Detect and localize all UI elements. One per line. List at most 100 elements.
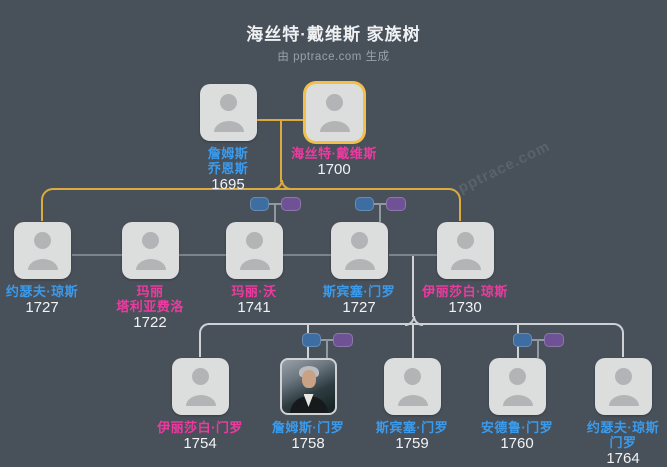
avatar	[171, 358, 229, 415]
birth-year: 1758	[291, 435, 325, 452]
marriage-stem-line	[326, 339, 328, 358]
avatar	[383, 358, 441, 415]
husband-icon	[513, 333, 532, 347]
avatar-head-icon	[325, 94, 343, 111]
person-card-spence-monroe[interactable]: 斯宾塞·门罗 1727	[299, 222, 419, 315]
spouse-line-joseph-mary-taliaferro	[72, 254, 122, 256]
parents-descent-line	[412, 256, 414, 317]
person-card-joseph-jones-monroe[interactable]: 约瑟夫·琼斯 门罗 1764	[563, 358, 667, 466]
person-card-joseph-jones[interactable]: 约瑟夫·琼斯 1727	[0, 222, 102, 315]
james-monroe-portrait	[279, 358, 337, 415]
marriage-connector-line	[374, 203, 386, 205]
person-label: 斯宾塞·门罗 1759	[376, 420, 448, 451]
spouse-line-mary-taliaferro-mary-wo	[179, 254, 226, 256]
person-label: 伊丽莎白·门罗 1754	[157, 420, 243, 451]
avatar	[199, 84, 257, 141]
watermark-text: pptrace.com	[455, 137, 553, 197]
avatar	[488, 358, 546, 415]
wife-icon	[544, 333, 564, 347]
person-card-elizabeth-jones[interactable]: 伊丽莎白·琼斯 1730	[405, 222, 525, 315]
person-card-james-monroe[interactable]: 詹姆斯·门罗 1758	[248, 358, 368, 451]
avatar-head-icon	[33, 232, 51, 249]
avatar-shoulders-icon	[27, 259, 58, 270]
person-name: 约瑟夫·琼斯	[5, 284, 79, 299]
avatar	[330, 222, 388, 279]
avatar-head-icon	[141, 232, 159, 249]
avatar	[305, 84, 363, 141]
portrait-collar	[303, 394, 314, 407]
person-label: 玛丽 塔利亚费洛 1722	[116, 284, 184, 330]
avatar-shoulders-icon	[397, 395, 428, 406]
person-label: 安德鲁·门罗 1760	[481, 420, 553, 451]
marriage-link-icon	[513, 333, 564, 358]
birth-year: 1730	[448, 299, 482, 316]
avatar-head-icon	[614, 368, 632, 385]
avatar	[436, 222, 494, 279]
wife-icon	[333, 333, 353, 347]
wife-icon	[386, 197, 406, 211]
birth-year: 1722	[133, 314, 167, 331]
person-name: 玛丽·沃	[231, 284, 277, 299]
birth-year: 1741	[237, 299, 271, 316]
marriage-stem-line	[379, 203, 381, 222]
marriage-connector-line	[269, 203, 281, 205]
person-card-elizabeth-monroe[interactable]: 伊丽莎白·门罗 1754	[140, 358, 260, 451]
avatar-shoulders-icon	[239, 259, 270, 270]
avatar-head-icon	[191, 368, 209, 385]
birth-year: 1700	[317, 161, 351, 178]
person-name: 约瑟夫·琼斯	[586, 420, 660, 435]
avatar-head-icon	[245, 232, 263, 249]
marriage-connector-line	[532, 339, 544, 341]
person-card-hester-davis[interactable]: 海丝特·戴维斯 1700	[274, 84, 394, 177]
person-name: 伊丽莎白·门罗	[157, 420, 243, 435]
avatar	[121, 222, 179, 279]
ancestor-descent-line	[280, 120, 282, 182]
marriage-link-icon	[355, 197, 406, 222]
person-name: 海丝特·戴维斯	[291, 146, 377, 161]
avatar-shoulders-icon	[502, 395, 533, 406]
person-name: 伊丽莎白·琼斯	[422, 284, 508, 299]
person-label: 伊丽莎白·琼斯 1730	[422, 284, 508, 315]
avatar-shoulders-icon	[185, 395, 216, 406]
ancestor-children-bus	[41, 188, 461, 221]
marriage-stem-line	[274, 203, 276, 222]
avatar-shoulders-icon	[135, 259, 166, 270]
birth-year: 1754	[183, 435, 217, 452]
person-card-mary-taliaferro[interactable]: 玛丽 塔利亚费洛 1722	[90, 222, 210, 330]
person-card-spence-monroe-jr[interactable]: 斯宾塞·门罗 1759	[352, 358, 472, 451]
children-bus	[199, 323, 624, 357]
person-label: 玛丽·沃 1741	[231, 284, 276, 315]
avatar-head-icon	[456, 232, 474, 249]
wife-icon	[281, 197, 301, 211]
birth-year: 1727	[342, 299, 376, 316]
birth-year: 1759	[395, 435, 429, 452]
person-label: 詹姆斯 乔恩斯 1695	[208, 146, 249, 192]
person-name-line2: 塔利亚费洛	[116, 299, 184, 314]
person-name: 斯宾塞·门罗	[322, 284, 396, 299]
person-name: 安德鲁·门罗	[480, 420, 554, 435]
avatar-shoulders-icon	[344, 259, 375, 270]
marriage-stem-line	[537, 339, 539, 358]
child-drop-line-spence-jr	[412, 325, 414, 358]
person-label: 斯宾塞·门罗 1727	[323, 284, 395, 315]
person-card-james-jones[interactable]: 詹姆斯 乔恩斯 1695	[168, 84, 288, 192]
avatar-shoulders-icon	[213, 121, 244, 132]
marriage-connector-line	[321, 339, 333, 341]
person-name-line2: 乔恩斯	[207, 161, 249, 176]
person-card-mary-wo[interactable]: 玛丽·沃 1741	[194, 222, 314, 315]
birth-year: 1760	[500, 435, 534, 452]
avatar-head-icon	[219, 94, 237, 111]
birth-year: 1695	[211, 176, 245, 193]
avatar-head-icon	[350, 232, 368, 249]
person-card-andrew-monroe[interactable]: 安德鲁·门罗 1760	[457, 358, 577, 451]
person-name-line2: 门罗	[609, 435, 637, 450]
husband-icon	[355, 197, 374, 211]
generator-credit: 由 pptrace.com 生成	[277, 51, 390, 63]
person-name: 詹姆斯·门罗	[271, 420, 345, 435]
avatar	[13, 222, 71, 279]
page-title: 海丝特·戴维斯 家族树	[246, 25, 421, 44]
person-name: 斯宾塞·门罗	[375, 420, 449, 435]
avatar-head-icon	[508, 368, 526, 385]
children-junction-flare-right	[413, 316, 423, 326]
